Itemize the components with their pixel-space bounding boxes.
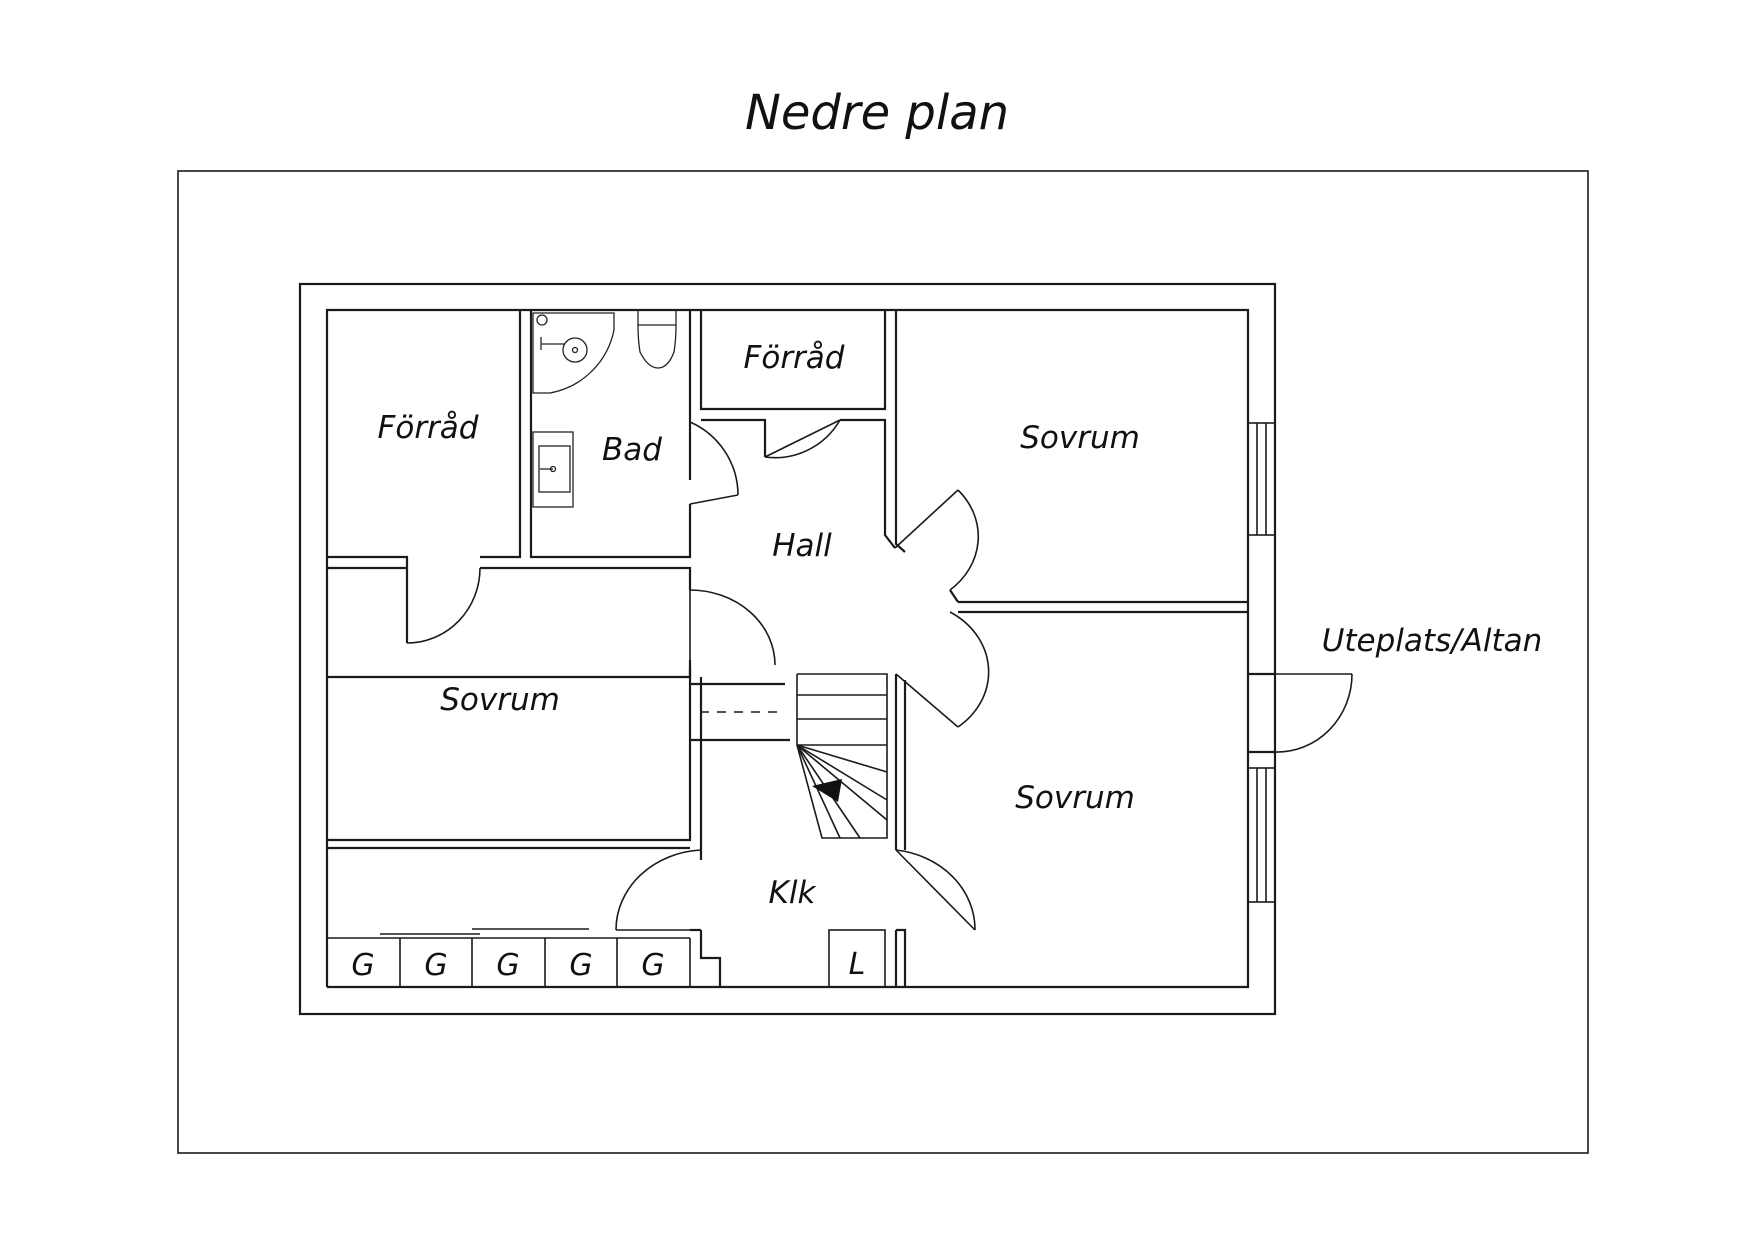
interior-walls bbox=[327, 310, 1275, 987]
staircase bbox=[700, 673, 888, 839]
toilet-icon bbox=[637, 310, 677, 369]
doors bbox=[406, 419, 1353, 931]
wardrobe-label: G bbox=[496, 948, 519, 983]
room-label-uteplats: Uteplats/Altan bbox=[1322, 623, 1543, 659]
room-label-forrad-top: Förråd bbox=[744, 340, 845, 376]
room-label-hall: Hall bbox=[772, 528, 832, 564]
shower-icon bbox=[532, 312, 615, 394]
page-frame bbox=[177, 170, 1589, 1154]
linen-closet: L bbox=[828, 929, 886, 988]
wardrobe-label: G bbox=[569, 948, 592, 983]
outer-walls bbox=[298, 282, 1277, 1016]
room-label-klk: Klk bbox=[769, 875, 817, 911]
room-label-sovrum-w: Sovrum bbox=[440, 682, 560, 718]
room-label-forrad-left: Förråd bbox=[378, 410, 479, 446]
wardrobe-label: G bbox=[351, 948, 374, 983]
wardrobe-label: G bbox=[424, 948, 447, 983]
plan-title: Nedre plan bbox=[745, 85, 1009, 141]
room-label-sovrum-ne: Sovrum bbox=[1020, 420, 1140, 456]
room-label-sovrum-se: Sovrum bbox=[1015, 780, 1135, 816]
windows bbox=[1247, 422, 1276, 903]
wardrobe-label: G bbox=[641, 948, 664, 983]
bathroom-fixtures bbox=[532, 310, 677, 508]
linen-closet-label: L bbox=[849, 947, 866, 982]
wardrobes: G G G G G bbox=[327, 928, 691, 987]
stair-arrow-icon bbox=[812, 779, 842, 802]
room-label-bad: Bad bbox=[602, 432, 662, 468]
sink-icon bbox=[532, 431, 574, 508]
